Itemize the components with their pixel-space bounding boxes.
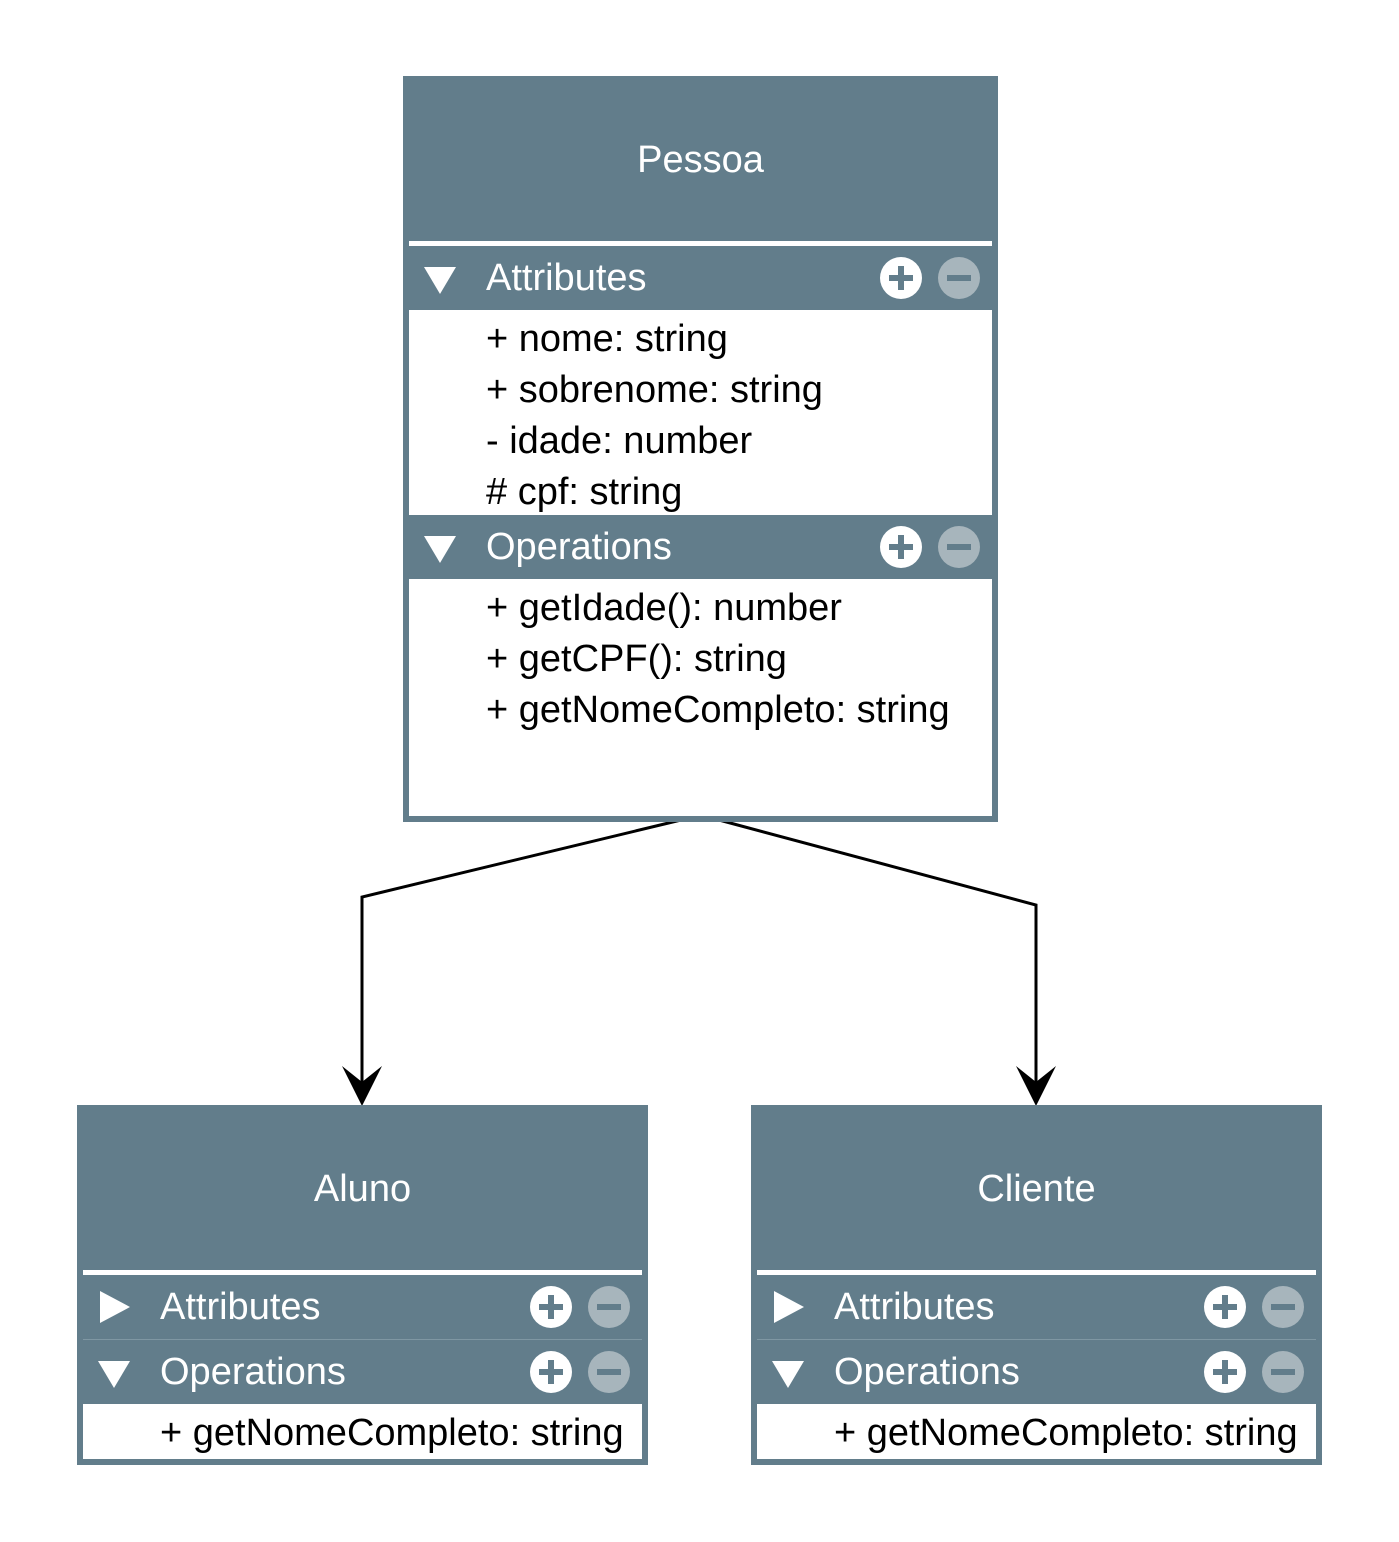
triangle-down-icon[interactable] <box>771 1340 805 1404</box>
plus-circle-icon[interactable] <box>530 1286 572 1328</box>
operations-section-header[interactable]: Operations <box>83 1339 642 1404</box>
minus-circle-icon[interactable] <box>1262 1351 1304 1393</box>
triangle-right-icon[interactable] <box>771 1275 805 1339</box>
operations-section-header[interactable]: Operations <box>757 1339 1316 1404</box>
attributes-list: + nome: string + sobrenome: string - ida… <box>409 310 992 515</box>
operations-list: + getIdade(): number + getCPF(): string … <box>409 579 992 736</box>
operation-item[interactable]: + getIdade(): number <box>486 587 842 629</box>
attributes-section-label: Attributes <box>160 1285 321 1328</box>
class-cliente[interactable]: Cliente Attributes Operations + getNomeC… <box>751 1105 1322 1465</box>
open-arrowhead-icon <box>342 1066 382 1106</box>
minus-circle-icon[interactable] <box>588 1351 630 1393</box>
attribute-item[interactable]: + sobrenome: string <box>486 369 823 411</box>
plus-circle-icon[interactable] <box>880 257 922 299</box>
triangle-down-icon[interactable] <box>423 515 457 579</box>
operations-section-header[interactable]: Operations <box>409 515 992 579</box>
operation-item[interactable]: + getCPF(): string <box>486 638 787 680</box>
operation-item[interactable]: + getNomeCompleto: string <box>160 1412 624 1454</box>
class-aluno[interactable]: Aluno Attributes Operations + getNomeCom… <box>77 1105 648 1465</box>
plus-circle-icon[interactable] <box>530 1351 572 1393</box>
class-pessoa[interactable]: Pessoa Attributes + nome: string + sobre… <box>403 76 998 822</box>
plus-circle-icon[interactable] <box>1204 1286 1246 1328</box>
operations-section-label: Operations <box>834 1350 1020 1393</box>
attributes-section-label: Attributes <box>486 256 647 299</box>
minus-circle-icon[interactable] <box>938 257 980 299</box>
plus-circle-icon[interactable] <box>1204 1351 1246 1393</box>
attribute-item[interactable]: # cpf: string <box>486 471 683 513</box>
operations-list: + getNomeCompleto: string <box>83 1404 642 1459</box>
class-name[interactable]: Cliente <box>977 1167 1096 1210</box>
plus-circle-icon[interactable] <box>880 526 922 568</box>
operations-list: + getNomeCompleto: string <box>757 1404 1316 1459</box>
attribute-item[interactable]: + nome: string <box>486 318 728 360</box>
attributes-section-header[interactable]: Attributes <box>757 1275 1316 1339</box>
triangle-right-icon[interactable] <box>97 1275 131 1339</box>
connector-pessoa-aluno[interactable] <box>360 818 682 1100</box>
attribute-item[interactable]: - idade: number <box>486 420 753 462</box>
connector-pessoa-cliente[interactable] <box>718 818 1038 1100</box>
attributes-section-header[interactable]: Attributes <box>83 1275 642 1339</box>
minus-circle-icon[interactable] <box>938 526 980 568</box>
operation-item[interactable]: + getNomeCompleto: string <box>834 1412 1298 1454</box>
open-arrowhead-icon <box>1016 1066 1056 1106</box>
class-name[interactable]: Pessoa <box>637 138 764 181</box>
minus-circle-icon[interactable] <box>588 1286 630 1328</box>
minus-circle-icon[interactable] <box>1262 1286 1304 1328</box>
attributes-section-label: Attributes <box>834 1285 995 1328</box>
operations-section-label: Operations <box>160 1350 346 1393</box>
attributes-section-header[interactable]: Attributes <box>409 246 992 310</box>
operations-section-label: Operations <box>486 525 672 568</box>
triangle-down-icon[interactable] <box>97 1340 131 1404</box>
triangle-down-icon[interactable] <box>423 246 457 310</box>
class-name[interactable]: Aluno <box>313 1167 412 1210</box>
operation-item[interactable]: + getNomeCompleto: string <box>486 689 950 731</box>
